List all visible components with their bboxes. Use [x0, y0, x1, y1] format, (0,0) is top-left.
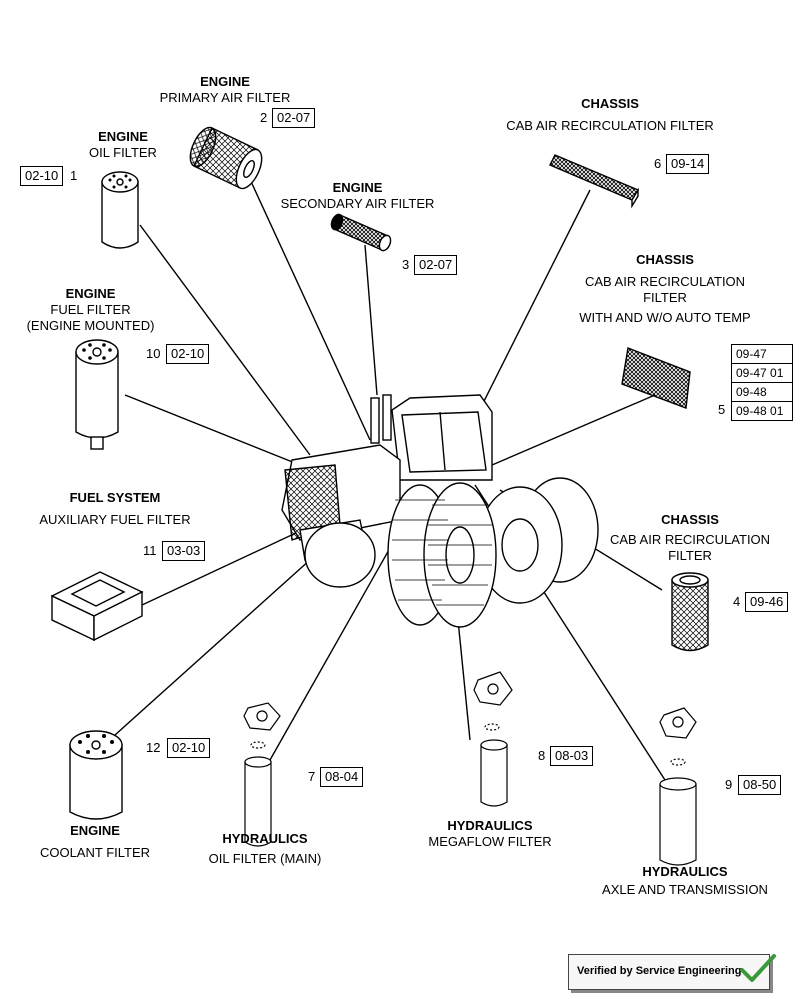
secondary-air-filter-part — [330, 213, 392, 252]
label-line: (ENGINE MOUNTED) — [26, 318, 155, 333]
callout-number-2: 2 — [260, 110, 268, 125]
label-engine-secondary-air-filter: ENGINE SECONDARY AIR FILTER — [275, 180, 440, 212]
cab-air-filter-panel-part — [621, 347, 691, 409]
coolant-filter-part — [69, 730, 123, 820]
label-line: MEGAFLOW FILTER — [428, 834, 552, 849]
label-category: HYDRAULICS — [447, 818, 533, 833]
reference-box-4: 09-46 — [745, 592, 789, 612]
label-category: ENGINE — [200, 74, 250, 89]
leader-line-2 — [247, 174, 371, 441]
reference-box-3: 02-07 — [414, 255, 458, 275]
callout-number-7: 7 — [308, 769, 316, 784]
auxiliary-fuel-filter-part — [50, 571, 144, 642]
callout-number-9: 9 — [725, 777, 733, 792]
label-hydraulics-megaflow-filter: HYDRAULICS MEGAFLOW FILTER — [415, 818, 565, 850]
callout-number-5: 5 — [718, 402, 726, 417]
label-chassis-cab-air-filter-top: CHASSIS CAB AIR RECIRCULATION FILTER — [490, 96, 730, 134]
checkmark-icon — [740, 954, 776, 982]
primary-air-filter-part — [189, 126, 263, 190]
label-line: WITH AND W/O AUTO TEMP — [579, 310, 751, 325]
callout-number-12: 12 — [146, 740, 161, 755]
callout-number-1: 1 — [70, 168, 78, 183]
label-line: AXLE AND TRANSMISSION — [602, 882, 768, 897]
label-fuel-system-auxiliary-filter: FUEL SYSTEM AUXILIARY FUEL FILTER — [25, 490, 205, 528]
label-category: HYDRAULICS — [642, 864, 728, 879]
cab-air-filter-cylinder-part — [671, 572, 709, 652]
verification-stamp-text: Verified by Service Engineering — [577, 965, 742, 977]
label-line: CAB AIR RECIRCULATION — [609, 532, 771, 547]
callout-number-11: 11 — [143, 543, 157, 558]
oil-filter-part — [101, 171, 139, 249]
label-hydraulics-axle-transmission-filter: HYDRAULICS AXLE AND TRANSMISSION — [590, 864, 780, 898]
reference-box-10: 02-10 — [166, 344, 210, 364]
reference-stack-5: 09-47 09-47 01 09-48 09-48 01 — [731, 344, 793, 421]
tractor-illustration — [281, 394, 599, 628]
label-category: FUEL SYSTEM — [69, 490, 161, 505]
label-category: ENGINE — [98, 129, 148, 144]
leader-line-5 — [491, 394, 656, 466]
reference-box-5b: 09-47 01 — [732, 364, 792, 383]
label-line: OIL FILTER — [89, 145, 157, 160]
hydraulic-axle-filter-part — [659, 707, 697, 866]
reference-box-5c: 09-48 — [732, 383, 792, 402]
callout-number-3: 3 — [402, 257, 410, 272]
label-line: CAB AIR RECIRCULATION FILTER — [506, 118, 714, 133]
reference-box-6: 09-14 — [666, 154, 710, 174]
reference-box-7: 08-04 — [320, 767, 364, 787]
label-line: PRIMARY AIR FILTER — [159, 90, 291, 105]
label-category: ENGINE — [332, 180, 383, 195]
label-hydraulics-main-oil-filter: HYDRAULICS OIL FILTER (MAIN) — [195, 831, 335, 867]
reference-box-9: 08-50 — [738, 775, 782, 795]
label-chassis-cab-air-filter-auto-temp: CHASSIS CAB AIR RECIRCULATION FILTER WIT… — [565, 252, 765, 326]
label-engine-fuel-filter: ENGINE FUEL FILTER (ENGINE MOUNTED) — [18, 286, 163, 334]
callout-number-6: 6 — [654, 156, 662, 171]
reference-box-12: 02-10 — [167, 738, 211, 758]
label-category: HYDRAULICS — [222, 831, 308, 846]
label-line: FUEL FILTER — [50, 302, 131, 317]
label-line: CAB AIR RECIRCULATION — [584, 274, 746, 289]
reference-box-1: 02-10 — [20, 166, 64, 186]
reference-box-5d: 09-48 01 — [736, 404, 784, 418]
label-line: OIL FILTER (MAIN) — [208, 851, 322, 866]
label-engine-primary-air-filter: ENGINE PRIMARY AIR FILTER — [150, 74, 300, 106]
reference-box-5a: 09-47 — [732, 345, 792, 364]
leader-line-1 — [139, 224, 311, 456]
label-line: AUXILIARY FUEL FILTER — [39, 512, 191, 527]
label-line: FILTER — [643, 290, 687, 305]
leader-line-3 — [364, 244, 378, 396]
label-category: ENGINE — [70, 823, 120, 838]
fuel-filter-part — [75, 339, 119, 450]
label-category: CHASSIS — [636, 252, 694, 267]
label-line: SECONDARY AIR FILTER — [280, 196, 435, 211]
callout-number-8: 8 — [538, 748, 546, 763]
hydraulic-megaflow-filter-part — [473, 671, 513, 807]
label-engine-oil-filter: ENGINE OIL FILTER — [73, 129, 173, 161]
reference-box-2: 02-07 — [272, 108, 316, 128]
label-category: ENGINE — [65, 286, 116, 301]
label-chassis-cab-air-filter-right: CHASSIS CAB AIR RECIRCULATION FILTER — [600, 512, 780, 564]
label-category: CHASSIS — [581, 96, 639, 111]
leader-line-10 — [124, 394, 301, 466]
label-category: CHASSIS — [661, 512, 719, 527]
reference-box-11: 03-03 — [162, 541, 206, 561]
callout-number-10: 10 — [146, 346, 161, 361]
cab-air-filter-strip-part — [549, 154, 640, 209]
callout-number-4: 4 — [733, 594, 741, 609]
hydraulic-main-filter-part — [243, 702, 281, 847]
label-line: FILTER — [668, 548, 712, 563]
label-engine-coolant-filter: ENGINE COOLANT FILTER — [20, 823, 170, 861]
verification-stamp: Verified by Service Engineering — [568, 954, 770, 990]
label-line: COOLANT FILTER — [39, 845, 151, 860]
reference-box-8: 08-03 — [550, 746, 594, 766]
